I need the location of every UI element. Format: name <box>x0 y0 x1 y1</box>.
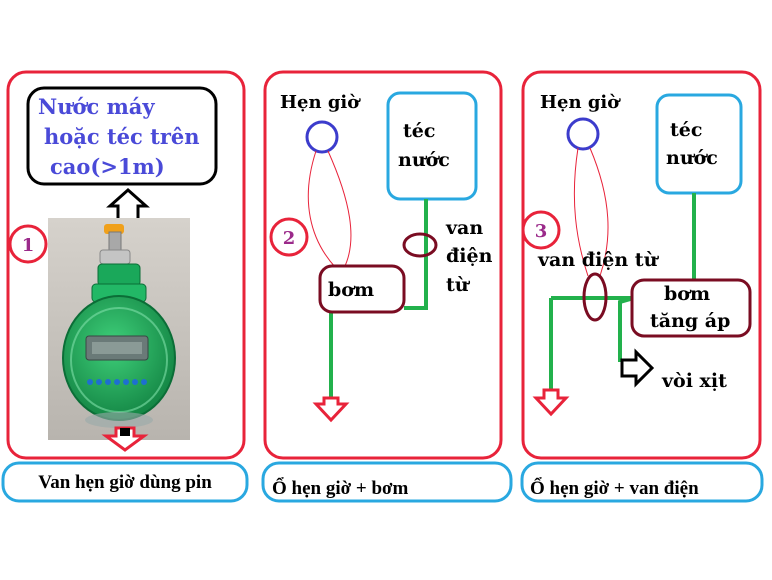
source-line-1: Nước máy <box>38 94 155 119</box>
outlet-arrow-2-icon <box>312 396 350 423</box>
solenoid-valve-3 <box>582 272 608 322</box>
valve-label-2-line-3: từ <box>446 274 471 296</box>
step-number-3: 3 <box>535 221 548 242</box>
panel-3: Hẹn giờ téc nước van điện từ bơm tăng áp… <box>520 70 764 503</box>
pump-label-2: bơm <box>328 279 374 301</box>
caption-2: Ổ hẹn giờ + bơm <box>272 477 409 499</box>
pipe-to-nozzle-3 <box>618 296 635 362</box>
source-line-3: cao(>1m) <box>50 154 165 179</box>
timer-label-2: Hẹn giờ <box>280 92 361 113</box>
outlet-arrow-3-icon <box>532 388 570 417</box>
timer-label-3: Hẹn giờ <box>540 92 621 113</box>
up-arrow-icon <box>106 187 150 222</box>
caption-1-box <box>1 461 249 503</box>
timer-wire-2a <box>307 150 337 269</box>
pump-2 <box>318 264 406 314</box>
valve-label-2-line-2: điện <box>446 245 493 267</box>
caption-2-box <box>261 461 513 503</box>
solenoid-valve-2 <box>402 232 438 258</box>
booster-pump-3 <box>630 278 752 338</box>
pump-label-3-line-1: bơm <box>664 283 710 305</box>
caption-1: Van hẹn giờ dùng pin <box>38 472 212 493</box>
panel-2-border <box>263 70 503 460</box>
timer-wire-3b <box>589 147 609 277</box>
tank-label-3-line-2: nước <box>666 147 718 169</box>
timer-valve-photo <box>48 218 190 440</box>
step-number-1-circle <box>8 224 48 264</box>
timer-icon-3 <box>566 117 600 151</box>
timer-icon-2 <box>305 120 339 154</box>
timer-wire-3a <box>573 147 589 277</box>
step-number-3-circle <box>521 210 561 250</box>
panel-1-border <box>6 70 246 460</box>
panel-1: Nước máy hoặc téc trên cao(>1m) <box>1 70 249 503</box>
valve-label-3: van điện từ <box>537 249 660 271</box>
caption-3-box <box>520 461 764 503</box>
valve-label-2-line-1: van <box>445 217 483 239</box>
step-number-1: 1 <box>22 235 35 256</box>
caption-3: Ổ hẹn giờ + van điện <box>530 477 699 499</box>
panel-2: Hẹn giờ téc nước van điện từ bơm 2 Ổ hẹn… <box>261 70 513 503</box>
nozzle-label-3: vòi xịt <box>661 370 727 392</box>
step-number-2: 2 <box>283 228 296 249</box>
water-tank-2 <box>386 91 478 201</box>
step-number-2-circle <box>269 217 309 257</box>
tank-label-2-line-2: nước <box>398 149 450 171</box>
source-line-2: hoặc téc trên <box>44 124 200 149</box>
water-tank-3 <box>655 93 743 195</box>
outlet-arrow-icon <box>101 426 149 452</box>
panel-3-border <box>521 70 762 460</box>
pump-label-3-line-2: tăng áp <box>650 310 730 332</box>
timer-wire-2b <box>327 150 352 269</box>
nozzle-arrow-icon <box>620 348 655 388</box>
water-source-box <box>26 86 218 186</box>
tank-label-2-line-1: téc <box>403 120 435 142</box>
tank-label-3-line-1: téc <box>670 119 702 141</box>
